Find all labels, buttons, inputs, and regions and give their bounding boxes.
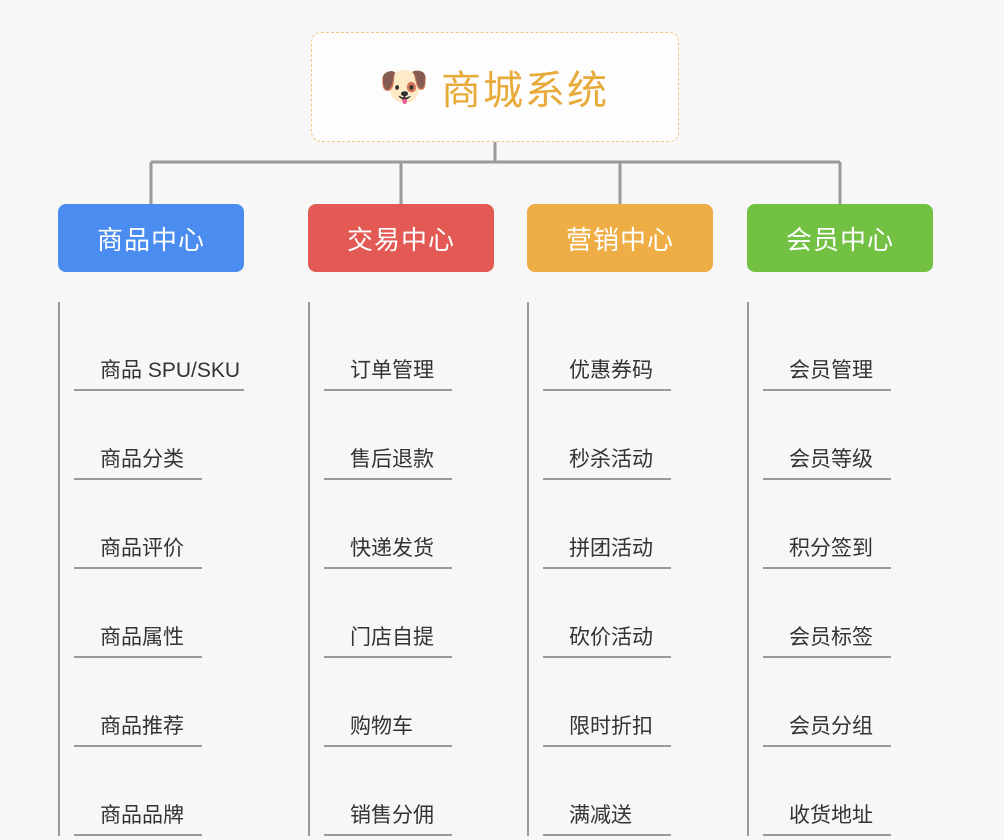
leaf-label: 会员分组 (763, 710, 891, 747)
branch-node-trade[interactable]: 交易中心 (308, 204, 494, 272)
list-item[interactable]: 商品 SPU/SKU (74, 302, 244, 391)
list-item[interactable]: 售后退款 (324, 391, 494, 480)
branch-label: 商品中心 (96, 224, 205, 255)
shiba-dog-face-icon: 🐶 (379, 65, 429, 109)
leaf-list-marketing: 优惠券码 秒杀活动 拼团活动 砍价活动 限时折扣 满减送 (527, 302, 713, 836)
leaf-list-product: 商品 SPU/SKU 商品分类 商品评价 商品属性 商品推荐 商品品牌 (58, 302, 244, 836)
leaf-label: 订单管理 (324, 354, 452, 391)
list-item[interactable]: 快递发货 (324, 480, 494, 569)
list-item[interactable]: 商品评价 (74, 480, 244, 569)
list-item[interactable]: 购物车 (324, 658, 494, 747)
leaf-label: 商品评价 (74, 532, 202, 569)
list-item[interactable]: 拼团活动 (543, 480, 713, 569)
leaf-label: 商品推荐 (74, 710, 202, 747)
list-item[interactable]: 商品品牌 (74, 747, 244, 836)
leaf-list-trade: 订单管理 售后退款 快递发货 门店自提 购物车 销售分佣 (308, 302, 494, 836)
branch-column-marketing: 营销中心 优惠券码 秒杀活动 拼团活动 砍价活动 限时折扣 满减送 (527, 204, 713, 836)
branch-column-product: 商品中心 商品 SPU/SKU 商品分类 商品评价 商品属性 商品推荐 商品品牌 (58, 204, 244, 836)
branch-node-product[interactable]: 商品中心 (58, 204, 244, 272)
leaf-label: 秒杀活动 (543, 443, 671, 480)
leaf-label: 售后退款 (324, 443, 452, 480)
list-item[interactable]: 满减送 (543, 747, 713, 836)
root-node[interactable]: 🐶 商城系统 (311, 32, 679, 142)
list-item[interactable]: 订单管理 (324, 302, 494, 391)
leaf-label: 优惠券码 (543, 354, 671, 391)
list-item[interactable]: 门店自提 (324, 569, 494, 658)
list-item[interactable]: 会员分组 (763, 658, 933, 747)
leaf-label: 会员等级 (763, 443, 891, 480)
list-item[interactable]: 商品推荐 (74, 658, 244, 747)
list-item[interactable]: 限时折扣 (543, 658, 713, 747)
leaf-label: 购物车 (324, 710, 452, 747)
branch-column-member: 会员中心 会员管理 会员等级 积分签到 会员标签 会员分组 收货地址 (747, 204, 933, 836)
list-item[interactable]: 会员管理 (763, 302, 933, 391)
branch-label: 营销中心 (565, 224, 674, 255)
leaf-label: 商品品牌 (74, 799, 202, 836)
list-item[interactable]: 砍价活动 (543, 569, 713, 658)
list-item[interactable]: 收货地址 (763, 747, 933, 836)
leaf-label: 商品属性 (74, 621, 202, 658)
branch-label: 会员中心 (785, 224, 894, 255)
leaf-label: 快递发货 (324, 532, 452, 569)
list-item[interactable]: 会员标签 (763, 569, 933, 658)
list-item[interactable]: 秒杀活动 (543, 391, 713, 480)
list-item[interactable]: 积分签到 (763, 480, 933, 569)
leaf-label: 积分签到 (763, 532, 891, 569)
leaf-label: 收货地址 (763, 799, 891, 836)
leaf-label: 限时折扣 (543, 710, 671, 747)
leaf-label: 砍价活动 (543, 621, 671, 658)
list-item[interactable]: 商品分类 (74, 391, 244, 480)
leaf-list-member: 会员管理 会员等级 积分签到 会员标签 会员分组 收货地址 (747, 302, 933, 836)
leaf-label: 会员标签 (763, 621, 891, 658)
leaf-label: 满减送 (543, 799, 671, 836)
leaf-label: 商品 SPU/SKU (74, 354, 244, 391)
leaf-label: 拼团活动 (543, 532, 671, 569)
leaf-label: 会员管理 (763, 354, 891, 391)
list-item[interactable]: 销售分佣 (324, 747, 494, 836)
branch-label: 交易中心 (346, 224, 455, 255)
root-title: 商城系统 (441, 69, 609, 113)
list-item[interactable]: 商品属性 (74, 569, 244, 658)
leaf-label: 销售分佣 (324, 799, 452, 836)
branch-node-member[interactable]: 会员中心 (747, 204, 933, 272)
leaf-label: 门店自提 (324, 621, 452, 658)
branch-node-marketing[interactable]: 营销中心 (527, 204, 713, 272)
branch-column-trade: 交易中心 订单管理 售后退款 快递发货 门店自提 购物车 销售分佣 (308, 204, 494, 836)
list-item[interactable]: 会员等级 (763, 391, 933, 480)
leaf-label: 商品分类 (74, 443, 202, 480)
list-item[interactable]: 优惠券码 (543, 302, 713, 391)
